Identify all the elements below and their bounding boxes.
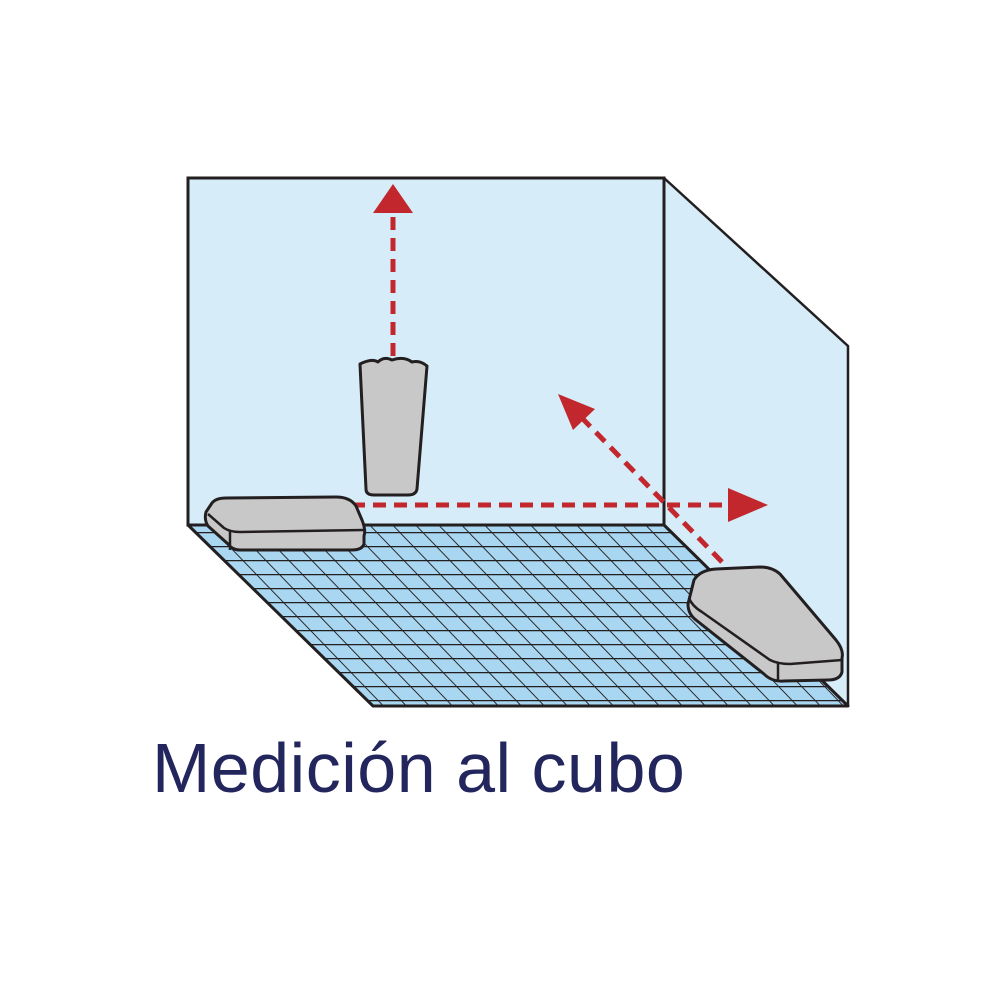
- arrow-right: [352, 488, 768, 522]
- laser-device-vertical: [358, 356, 429, 497]
- room-back-wall: [186, 176, 666, 527]
- room-floor: [186, 523, 850, 708]
- measurement-arrows: [352, 184, 768, 564]
- laser-device-left: [203, 495, 367, 552]
- laser-device-right: [686, 565, 844, 683]
- caption-title: Medición al cubo: [152, 729, 686, 807]
- arrow-diagonal: [558, 394, 724, 564]
- arrow-up: [373, 184, 413, 356]
